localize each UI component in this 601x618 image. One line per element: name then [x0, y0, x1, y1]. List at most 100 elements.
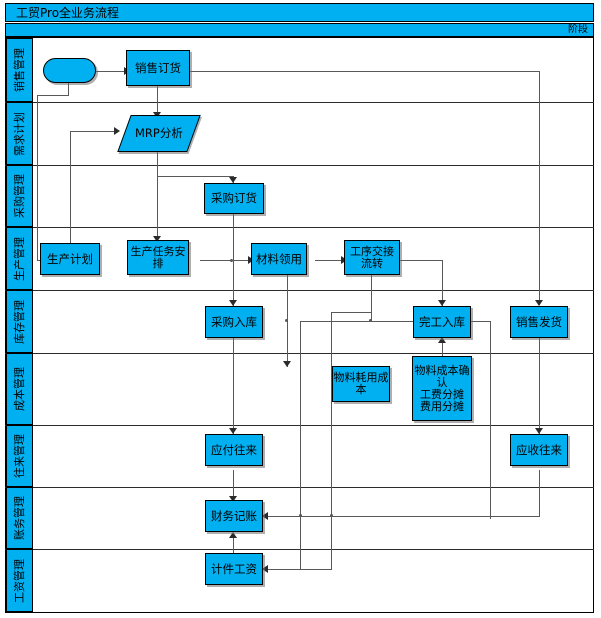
connector-process-down-rail [371, 275, 372, 321]
arrow-head [153, 236, 161, 242]
lane-label-inventory: 库存管理 [6, 290, 33, 353]
band-separator [5, 353, 594, 354]
connector-finished-in-right [470, 321, 490, 322]
arrow-head [283, 361, 291, 367]
arrow-head [229, 177, 237, 183]
band-separator [5, 425, 594, 426]
lane-label-text: 采购管理 [12, 174, 26, 218]
node-start[interactable] [43, 58, 96, 83]
arrow-head [262, 565, 268, 573]
lane-label-cost: 成本管理 [6, 353, 33, 425]
connector-cost-alloc-up [442, 340, 443, 365]
node-bookkeeping[interactable]: 财务记账 [205, 500, 263, 532]
node-mrp-analysis[interactable]: MRP分析 [117, 115, 201, 152]
connector-task-to-material-issue [200, 260, 250, 261]
node-label: 工序交接流转 [350, 244, 394, 270]
connector-stub-rail [331, 312, 332, 569]
node-piece-wage[interactable]: 计件工资 [205, 553, 263, 585]
junction-dot [285, 319, 288, 322]
connector-sales-rail-down [539, 71, 540, 305]
arrow-head [229, 532, 237, 538]
lane-label-text: 库存管理 [12, 299, 26, 344]
lane-label-text: 销售管理 [12, 48, 26, 92]
connector-finished-right-down [490, 321, 491, 519]
connector-left-rail [37, 95, 38, 260]
node-receivable[interactable]: 应收往来 [510, 434, 568, 466]
arrow-head [262, 512, 268, 520]
band-separator [5, 549, 594, 550]
diagram-title-bar: 工贸Pro全业务流程 [5, 3, 594, 22]
connector-stub [331, 312, 371, 313]
lane-label-text: 成本管理 [12, 367, 26, 411]
connector-purchase-in-to-payable [233, 338, 234, 434]
lane-label-payroll: 工资管理 [6, 549, 33, 612]
connector-finished-in-left [300, 321, 420, 322]
band-separator [5, 487, 594, 488]
lane-label-production: 生产管理 [6, 227, 33, 290]
connector-delivery-to-receivable [539, 338, 540, 434]
junction-dot [369, 319, 372, 322]
connector-mrp-feedback-rail [70, 131, 71, 261]
connector-process-right [400, 260, 442, 261]
connector-mrp-down [157, 152, 158, 260]
node-material-cost[interactable]: 物料耗用成本 [332, 366, 390, 402]
connector-process-down [442, 260, 443, 306]
connector-into-mrp [70, 131, 118, 132]
connector-receivable-to-bookkeeping [265, 516, 540, 517]
lane-label-ar-ap: 往来管理 [6, 425, 33, 487]
connector-start-down [68, 83, 69, 95]
connector-sales-order-to-mrp [157, 86, 158, 115]
node-purchase-in[interactable]: 采购入库 [205, 306, 263, 338]
connector-into-piece-wage [265, 569, 332, 570]
node-cost-allocation[interactable]: 物料成本确认 工费分摊 费用分摊 [412, 356, 472, 421]
diagram-frame [5, 37, 594, 613]
connector-payable-to-bookkeeping [233, 470, 234, 502]
node-purchase-order[interactable]: 采购订货 [204, 183, 264, 214]
stage-bar: 阶段 [5, 23, 594, 37]
connector-mrp-to-purchase-order [157, 176, 233, 177]
node-finished-in[interactable]: 完工入库 [413, 306, 471, 338]
node-label: MRP分析 [135, 126, 183, 140]
connector-start-to-sales-order [96, 71, 126, 72]
arrow-head [535, 300, 543, 306]
lane-label-demand: 需求计划 [6, 102, 33, 165]
band-separator [5, 102, 594, 103]
node-payable[interactable]: 应付往来 [205, 434, 263, 466]
connector-finished-rail-down [300, 321, 301, 569]
page-title: 工贸Pro全业务流程 [16, 6, 120, 20]
lane-label-text: 工资管理 [12, 558, 26, 603]
arrow-head [114, 127, 120, 135]
lane-label-sales: 销售管理 [6, 38, 33, 102]
junction-dot [230, 259, 233, 262]
lane-label-text: 生产管理 [12, 236, 26, 281]
connector-sales-order-right [190, 71, 540, 72]
node-sales-delivery[interactable]: 销售发货 [510, 306, 568, 338]
node-production-task[interactable]: 生产任务安排 [127, 240, 189, 275]
node-label: 物料耗用成本 [333, 371, 389, 396]
arrow-head [229, 496, 237, 502]
connector-start-left [37, 95, 69, 96]
arrow-head [535, 428, 543, 434]
stage-label: 阶段 [568, 24, 588, 35]
connector-material-issue-to-process [315, 260, 343, 261]
node-material-issue[interactable]: 材料领用 [251, 243, 307, 275]
band-separator [5, 290, 594, 291]
node-sales-order[interactable]: 销售订货 [126, 50, 190, 86]
junction-dot [299, 514, 302, 517]
node-process-transfer[interactable]: 工序交接流转 [344, 240, 400, 275]
node-production-plan[interactable]: 生产计划 [40, 243, 100, 275]
lane-label-text: 往来管理 [12, 434, 26, 478]
arrow-head [438, 337, 446, 343]
node-label: 生产任务安排 [130, 244, 186, 270]
arrow-head [229, 428, 237, 434]
arrow-head [438, 300, 446, 306]
lane-label-purchase: 采购管理 [6, 165, 33, 227]
node-label: 物料成本确认 工费分摊 费用分摊 [414, 363, 470, 413]
band-separator [5, 165, 594, 166]
arrow-head [229, 300, 237, 306]
lane-label-text: 需求计划 [12, 111, 26, 156]
band-separator [5, 227, 594, 228]
connector-receivable-down [539, 470, 540, 516]
lane-label-finance: 账务管理 [6, 487, 33, 549]
